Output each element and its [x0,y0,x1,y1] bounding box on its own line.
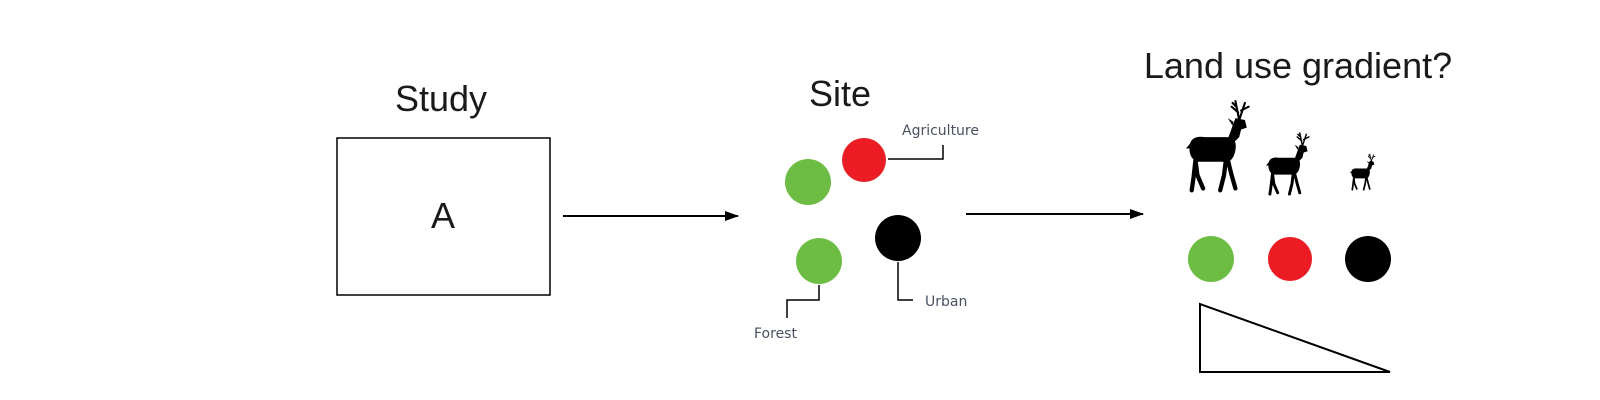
deer-small-icon [1349,153,1376,191]
gradient-agriculture-dot [1268,237,1312,281]
forest-leader-line [786,285,820,318]
site-forest-dot-lower [796,238,842,284]
forest-label: Forest [754,326,797,342]
site-title: Site [809,73,871,114]
gradient-wedge-icon [1199,302,1391,373]
urban-label: Urban [925,294,967,310]
gradient-forest-dot [1188,236,1234,282]
deer-large-icon [1186,101,1249,190]
gradient-urban-dot [1345,236,1391,282]
site-forest-dot-upper [785,159,831,205]
urban-leader-line [897,262,913,301]
study-box [336,137,551,296]
agriculture-label: Agriculture [902,123,979,139]
deer-medium-icon [1264,131,1311,196]
study-box-label: A [431,195,455,236]
study-title: Study [395,78,487,119]
gradient-title: Land use gradient? [1144,45,1452,86]
site-urban-dot [875,215,921,261]
site-agriculture-dot [842,138,886,182]
agriculture-leader-line [888,145,944,160]
